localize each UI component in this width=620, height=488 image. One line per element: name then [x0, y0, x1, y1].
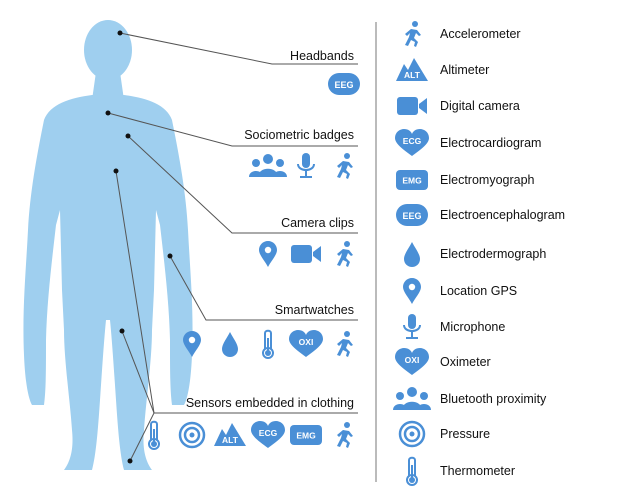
svg-text:ALT: ALT — [222, 435, 239, 445]
leader-dots — [105, 30, 173, 464]
icon-layer: EEG OXI ALT ECG EMG ALT ECG EMG EEG OXI — [148, 21, 431, 486]
pressure-icon — [398, 420, 426, 448]
eeg-badge-icon: EEG — [328, 73, 360, 95]
altimeter-icon: ALT — [396, 58, 428, 81]
bluetooth-proximity-icon — [249, 154, 287, 177]
electromyograph-icon: EMG — [396, 170, 428, 190]
legend-label-location-gps: Location GPS — [440, 284, 518, 298]
location-gps-icon — [183, 331, 201, 357]
accelerometer-icon — [337, 331, 353, 357]
thermometer-icon — [148, 420, 160, 450]
point-chest — [105, 110, 111, 116]
legend-label-electromyograph: Electromyograph — [440, 173, 535, 187]
leader-line-clothing-leg — [121, 330, 155, 414]
legend-label-bluetooth-proximity: Bluetooth proximity — [440, 392, 547, 406]
legend-label-pressure: Pressure — [440, 427, 491, 441]
point-wrist — [167, 253, 173, 259]
human-body-silhouette — [23, 20, 193, 470]
pressure-icon — [178, 421, 206, 449]
svg-text:EMG: EMG — [296, 431, 316, 441]
category-label-clothing-sensors: Sensors embedded in clothing — [185, 396, 354, 410]
microphone-icon — [403, 314, 421, 339]
legend-label-oximeter: Oximeter — [440, 355, 491, 369]
point-shoulder — [125, 133, 131, 139]
oximeter-icon: OXI — [289, 330, 323, 357]
svg-text:OXI: OXI — [299, 337, 314, 347]
accelerometer-icon — [337, 422, 353, 448]
leader-line-smartwatches — [169, 255, 358, 321]
digital-camera-icon — [291, 245, 321, 263]
category-label-camera-clips: Camera clips — [281, 216, 354, 230]
point-head — [117, 30, 123, 36]
leader-lines — [107, 32, 358, 462]
accelerometer-icon — [337, 241, 353, 267]
svg-text:ALT: ALT — [404, 70, 421, 80]
leader-line-camera-clips — [127, 135, 358, 234]
svg-text:ECG: ECG — [259, 428, 278, 438]
location-gps-icon — [403, 278, 421, 304]
electrocardiogram-icon: ECG — [251, 421, 285, 448]
leader-line-sociometric-badges — [107, 112, 358, 147]
point-foot — [127, 458, 133, 464]
digital-camera-icon — [397, 97, 427, 115]
category-label-smartwatches: Smartwatches — [274, 303, 354, 317]
point-torso — [113, 168, 119, 174]
legend-label-electrodermograph: Electrodermograph — [440, 247, 547, 261]
svg-text:EEG: EEG — [402, 211, 421, 221]
svg-text:OXI: OXI — [405, 355, 420, 365]
electrodermograph-icon — [404, 242, 420, 267]
electrodermograph-icon — [222, 332, 238, 357]
electromyograph-icon: EMG — [290, 425, 322, 445]
legend-label-thermometer: Thermometer — [440, 464, 516, 478]
electrocardiogram-icon: ECG — [395, 129, 429, 156]
bluetooth-proximity-icon — [393, 387, 431, 410]
leader-line-headbands — [119, 32, 358, 65]
leader-line-clothing-foot — [129, 412, 358, 462]
legend-label-accelerometer: Accelerometer — [440, 27, 521, 41]
electroencephalogram-icon: EEG — [396, 204, 428, 226]
microphone-icon — [297, 153, 315, 178]
legend-label-altimeter: Altimeter — [440, 63, 490, 77]
svg-text:ECG: ECG — [403, 136, 422, 146]
thermometer-icon — [406, 456, 418, 486]
accelerometer-icon — [337, 153, 353, 179]
legend-label-digital-camera: Digital camera — [440, 99, 520, 113]
legend-label-electroencephalogram: Electroencephalogram — [440, 208, 566, 222]
thermometer-icon — [262, 329, 274, 359]
leader-line-clothing-torso — [115, 170, 155, 414]
legend-label-microphone: Microphone — [440, 320, 506, 334]
legend-label-electrocardiogram: Electrocardiogram — [440, 136, 542, 150]
accelerometer-icon — [405, 21, 421, 47]
altimeter-icon: ALT — [214, 423, 246, 446]
category-label-headbands: Headbands — [290, 49, 354, 63]
location-gps-icon — [259, 241, 277, 267]
oximeter-icon: OXI — [395, 348, 429, 375]
category-label-sociometric-badges: Sociometric badges — [244, 128, 354, 142]
svg-text:EEG: EEG — [334, 80, 353, 90]
svg-text:EMG: EMG — [402, 176, 422, 186]
point-leg — [119, 328, 125, 334]
